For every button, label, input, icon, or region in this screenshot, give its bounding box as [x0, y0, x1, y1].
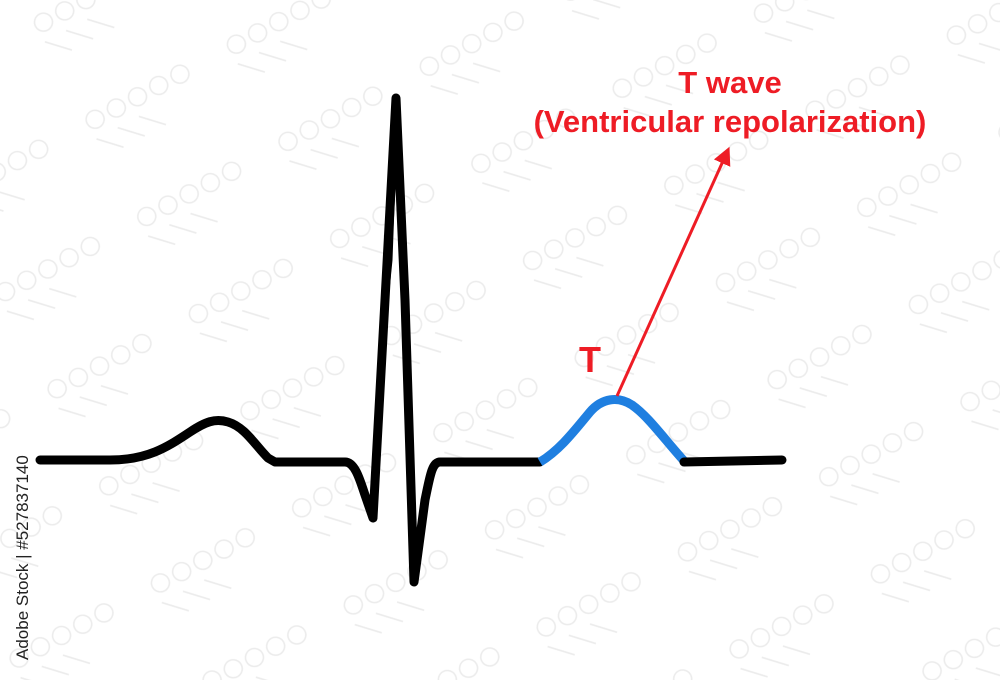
stock-id: Adobe Stock | #527837140: [13, 455, 32, 660]
ecg-trace: [35, 93, 545, 587]
annotation-subtitle: (Ventricular repolarization): [534, 104, 927, 139]
annotation-arrow: [615, 146, 731, 397]
t-wave-highlight: [537, 395, 689, 466]
t-wave-label: T: [579, 339, 601, 380]
annotation-title: T wave: [678, 65, 781, 100]
qrs-inner-stroke: [383, 99, 399, 301]
ecg-trace-tail: [679, 455, 787, 467]
